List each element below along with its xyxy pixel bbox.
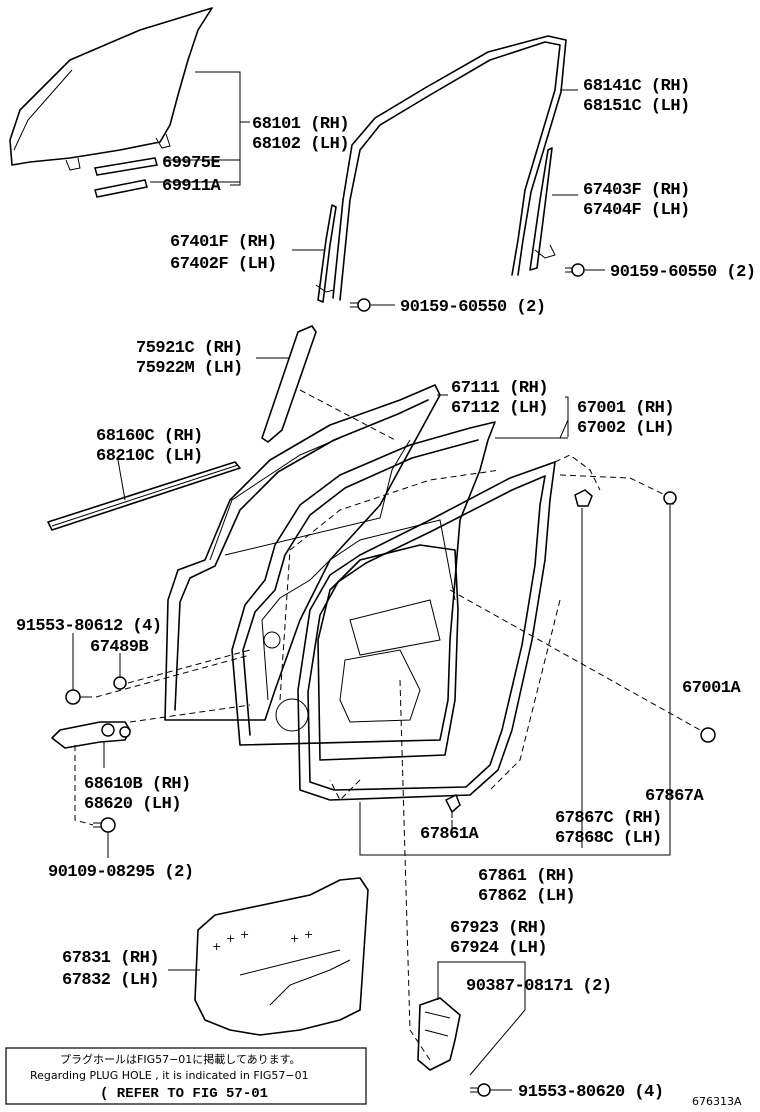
label-glass-rh: 68101 (RH) — [252, 115, 349, 134]
figure-id: 676313A — [692, 1095, 742, 1108]
rear-channel — [529, 147, 556, 271]
label-seal-lh: 67862 (LH) — [478, 887, 575, 906]
svg-text:+: + — [212, 940, 221, 953]
garnish-dash — [299, 389, 396, 441]
label-clip-c-rh: 67867C (RH) — [555, 809, 662, 828]
note-reference[interactable]: ( REFER TO FIG 57-01 — [100, 1086, 268, 1102]
label-hole-rh: 67831 (RH) — [62, 949, 159, 968]
label-bolt-right: 90159-60550 (2) — [610, 263, 756, 282]
bolt-91553 — [65, 689, 92, 705]
bolt-right — [565, 263, 585, 277]
pillar-garnish — [261, 325, 317, 443]
label-outer-lh: 67112 (LH) — [451, 399, 548, 418]
label-door-assy-rh: 67001 (RH) — [577, 399, 674, 418]
label-bolt-left: 91553-80612 (4) — [16, 617, 162, 636]
clip-67867c — [574, 489, 593, 507]
note-english: Regarding PLUG HOLE , it is indicated in… — [30, 1069, 309, 1082]
label-door-assy-lh: 67002 (LH) — [577, 419, 674, 438]
label-67489b: 67489B — [90, 638, 149, 657]
label-channel-rear-lh: 67404F (LH) — [583, 201, 690, 220]
label-garnish-lh: 75922M (LH) — [136, 359, 243, 378]
bolt-67001a-dash — [449, 589, 701, 731]
svg-text:+: + — [240, 928, 249, 941]
label-cover-lh: 67924 (LH) — [450, 939, 547, 958]
svg-text:+: + — [290, 932, 299, 945]
bolt-center — [350, 298, 371, 312]
door-seal — [297, 461, 556, 801]
label-run-rh: 68141C (RH) — [583, 77, 690, 96]
label-check-rh: 68610B (RH) — [84, 775, 191, 794]
clip-67861a — [444, 793, 461, 818]
label-glass-lh: 68102 (LH) — [252, 135, 349, 154]
label-weatherstrip-lh: 68210C (LH) — [96, 447, 203, 466]
label-screw-cover: 90387-08171 (2) — [466, 977, 612, 996]
bolt-90109 — [93, 817, 116, 833]
label-channel-front-rh: 67401F (RH) — [170, 233, 277, 252]
label-screw-bottom: 91553-80620 (4) — [518, 1083, 664, 1102]
label-channel-rear-rh: 67403F (RH) — [583, 181, 690, 200]
label-clip-a: 69911A — [162, 177, 222, 196]
label-67001a: 67001A — [682, 679, 742, 698]
glass-run — [332, 35, 567, 301]
bolt-90109-dash — [74, 745, 94, 826]
label-67867a: 67867A — [645, 787, 705, 806]
glass-leader — [150, 71, 250, 186]
door-check — [51, 721, 131, 749]
screw-bottom — [470, 1083, 491, 1097]
glass-channel-clips — [94, 157, 158, 198]
bolt-67001a — [700, 727, 716, 743]
label-cover-rh: 67923 (RH) — [450, 919, 547, 938]
label-bolt-center: 90159-60550 (2) — [400, 298, 546, 317]
label-check-lh: 68620 (LH) — [84, 795, 181, 814]
small-cover — [417, 997, 461, 1071]
small-cover-leader — [437, 961, 526, 1076]
part-67489b-icon — [113, 676, 127, 690]
label-channel-front-lh: 67402F (LH) — [170, 255, 277, 274]
clip-67867a-leader — [359, 505, 671, 856]
weatherstrip-leader — [117, 459, 126, 501]
label-clip-c-lh: 67868C (LH) — [555, 829, 662, 848]
note-box: プラグホールはFIG57−01に掲載してあります。 Regarding PLUG… — [5, 1047, 367, 1105]
label-67861a: 67861A — [420, 825, 480, 844]
label-garnish-rh: 75921C (RH) — [136, 339, 243, 358]
long-dash — [399, 679, 431, 1061]
belt-weatherstrip — [47, 461, 241, 531]
service-hole-cover: + + + + + — [194, 877, 369, 1036]
bolt-dash-left — [95, 649, 251, 698]
label-clip-e: 69975E — [162, 154, 221, 173]
label-run-lh: 68151C (LH) — [583, 97, 690, 116]
door-outer-panel — [164, 384, 441, 721]
label-weatherstrip-rh: 68160C (RH) — [96, 427, 203, 446]
door-bracket — [565, 396, 569, 437]
inner-panel — [279, 469, 501, 801]
svg-text:+: + — [226, 932, 235, 945]
label-hole-lh: 67832 (LH) — [62, 971, 159, 990]
door-check-dash — [129, 704, 251, 723]
clip-67867a — [663, 491, 677, 505]
label-bolt-check: 90109-08295 (2) — [48, 863, 194, 882]
label-outer-rh: 67111 (RH) — [451, 379, 548, 398]
seal-dash-right — [489, 454, 601, 791]
svg-text:+: + — [304, 928, 313, 941]
clip-dash — [559, 474, 666, 496]
front-channel — [315, 204, 337, 303]
door-glass — [9, 7, 213, 171]
label-seal-rh: 67861 (RH) — [478, 867, 575, 886]
note-japanese: プラグホールはFIG57−01に掲載してあります。 — [60, 1052, 301, 1066]
